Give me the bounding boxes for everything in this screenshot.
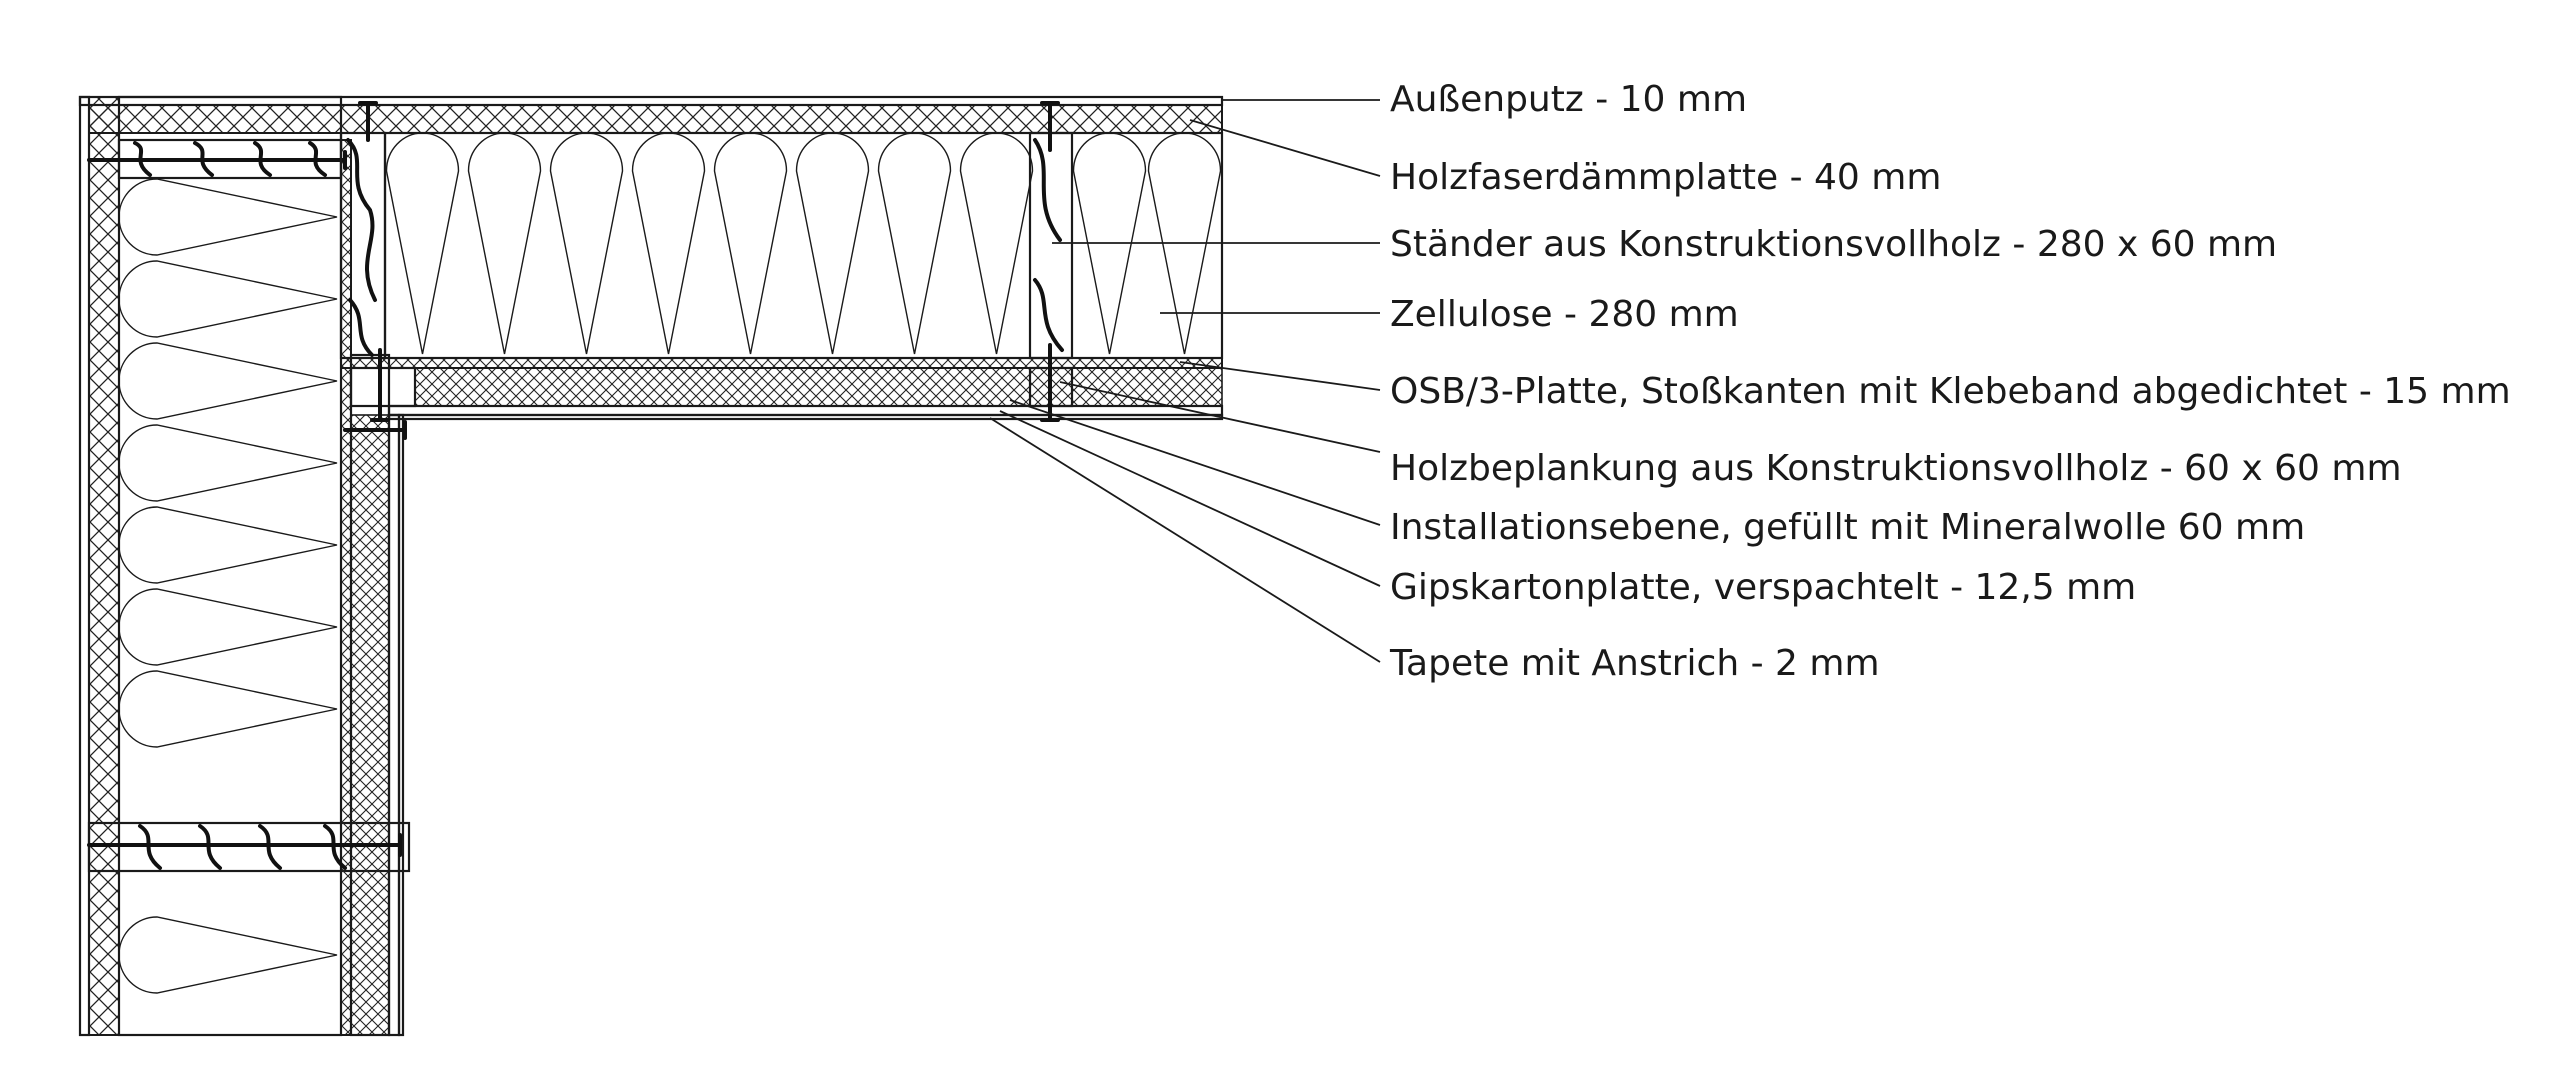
wood-fibre-board-horizontal	[88, 104, 1223, 134]
gypsum-board-horizontal	[387, 404, 1224, 417]
insulation-loop	[118, 916, 338, 994]
cellulose-zone-vertical	[117, 95, 343, 1037]
label-cellulose: Zellulose - 280 mm	[1390, 294, 1739, 335]
insulation-loop	[118, 260, 338, 338]
stud-grain-corner	[346, 138, 377, 357]
osb-board-horizontal	[340, 357, 1223, 369]
screw-corner-top	[358, 101, 378, 142]
leader-line-9	[989, 417, 1381, 663]
layer-labels: Außenputz - 10 mm Holzfaserdämmplatte - …	[1389, 79, 2511, 684]
insulation-loop	[795, 132, 870, 355]
mineral-wool-vertical	[350, 414, 390, 1036]
insulation-loop	[713, 132, 788, 355]
insulation-loop	[549, 132, 624, 355]
insulation-loop	[1072, 132, 1147, 355]
screw-right-lower	[1040, 343, 1060, 422]
leader-line-2	[1189, 119, 1381, 177]
wallpaper-horizontal	[387, 413, 1224, 421]
osb-board-vertical	[340, 139, 352, 1036]
screw-corner-lower	[370, 348, 390, 422]
leader-line-5	[1179, 361, 1381, 391]
cellulose-loops-vertical	[118, 178, 338, 994]
insulation-loop	[118, 670, 338, 748]
leader-lines	[989, 99, 1381, 663]
insulation-loop	[959, 132, 1034, 355]
stud-right-horizontal	[1028, 131, 1074, 360]
insulation-loop	[385, 132, 460, 355]
cellulose-loops-horizontal	[385, 132, 1222, 355]
leader-line-6	[1059, 381, 1381, 453]
stud-grain-top	[133, 141, 327, 177]
batten-corner-horizontal	[349, 366, 417, 408]
label-osb-board: OSB/3-Platte, Stoßkanten mit Klebeband a…	[1390, 371, 2511, 412]
horizontal-wall	[78, 95, 1224, 440]
insulation-loop	[1147, 132, 1222, 355]
insulation-loop	[877, 132, 952, 355]
insulation-loop	[467, 132, 542, 355]
label-wallpaper: Tapete mit Anstrich - 2 mm	[1389, 643, 1880, 684]
label-installation-layer: Installationsebene, gefüllt mit Mineralw…	[1390, 507, 2305, 548]
leader-line-7	[1009, 399, 1381, 526]
screw-right-top	[1040, 101, 1060, 152]
screw-vertical-bottom	[87, 833, 402, 857]
insulation-loop	[118, 342, 338, 420]
insulation-loop	[118, 588, 338, 666]
mineral-wool-horizontal	[414, 367, 1223, 407]
insulation-loop	[118, 424, 338, 502]
label-stud: Ständer aus Konstruktionsvollholz - 280 …	[1390, 224, 2277, 265]
stud-grain-right	[1033, 138, 1064, 352]
label-wood-battens: Holzbeplankung aus Konstruktionsvollholz…	[1390, 448, 2402, 489]
wallpaper-vertical	[397, 413, 405, 1037]
label-exterior-plaster: Außenputz - 10 mm	[1390, 79, 1747, 120]
leader-line-8	[999, 410, 1381, 587]
wood-fibre-board-vertical	[88, 96, 120, 1036]
insulation-loop	[118, 506, 338, 584]
screw-corner-side	[343, 420, 407, 440]
screw-vertical-top	[87, 150, 347, 170]
gypsum-board-vertical	[387, 413, 401, 1037]
insulation-loop	[631, 132, 706, 355]
label-wood-fibre-board: Holzfaserdämmplatte - 40 mm	[1390, 157, 1941, 198]
exterior-plaster-vertical	[78, 95, 91, 1037]
label-gypsum-board: Gipskartonplatte, verspachtelt - 12,5 mm	[1390, 567, 2136, 608]
vertical-wall	[78, 95, 411, 1037]
insulation-loop	[118, 178, 338, 256]
